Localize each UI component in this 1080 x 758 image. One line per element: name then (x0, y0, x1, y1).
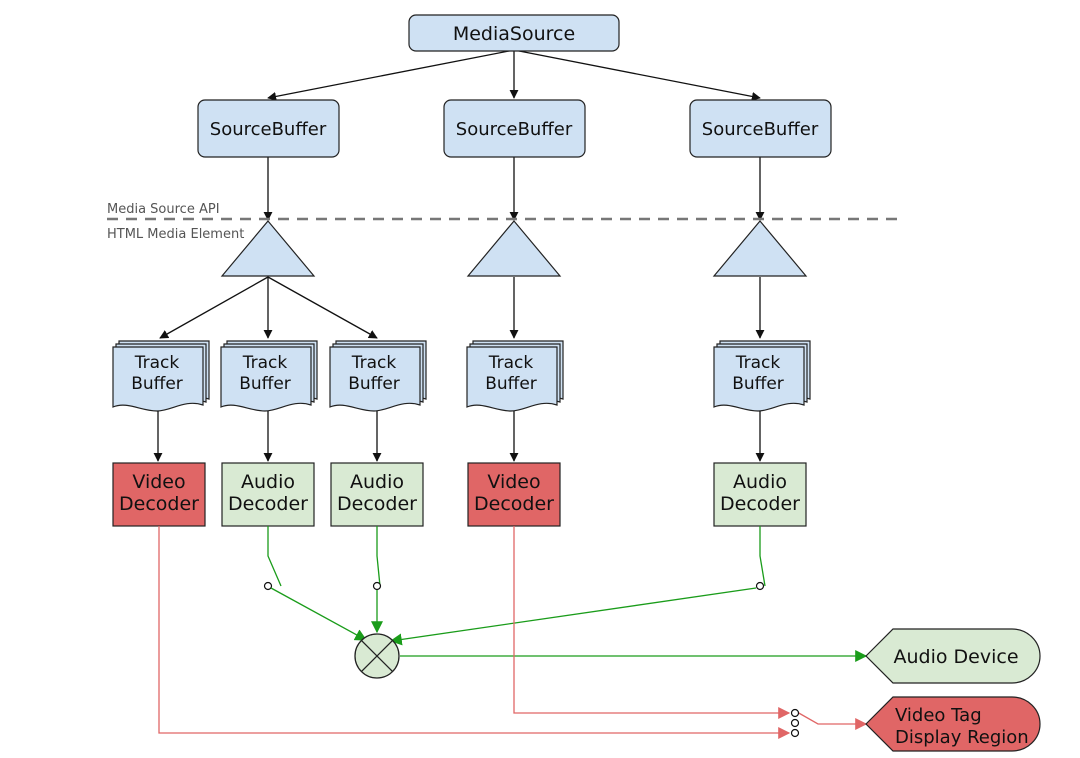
decoder-label-line2: Decoder (474, 493, 554, 515)
decoder-label-line1: Audio (350, 471, 404, 493)
audio-switch-contact-1 (263, 581, 273, 591)
audio-routing (263, 526, 868, 662)
splitter-edges (159, 276, 765, 339)
audio-mixer-node (354, 633, 400, 679)
decoder-label-line2: Decoder (228, 493, 308, 515)
edge-splitter1-to-tb3 (267, 276, 378, 339)
track-buffer-label-line2: Buffer (485, 374, 537, 394)
media-source-label: MediaSource (453, 23, 575, 45)
video-decoder-node-1: Video Decoder (112, 462, 206, 527)
source-buffer-node-1: SourceBuffer (197, 99, 340, 158)
splitter-triangle-3 (712, 220, 808, 277)
media-source-api-label: Media Source API (107, 202, 220, 217)
video-switch-contact-2 (790, 718, 800, 728)
track-buffer-label-line2: Buffer (348, 374, 400, 394)
audio-switch-contact-2 (372, 581, 382, 591)
source-buffer-label: SourceBuffer (702, 119, 819, 140)
source-buffer-node-2: SourceBuffer (443, 99, 586, 158)
track-buffer-label-line2: Buffer (131, 374, 183, 394)
html-media-element-label: HTML Media Element (107, 227, 244, 242)
video-display-region-node: Video Tag Display Region (865, 696, 1041, 752)
splitter-triangle-2 (466, 220, 562, 277)
track-buffer-node-1: Track Buffer (112, 340, 210, 412)
decoder-label-line1: Audio (733, 471, 787, 493)
video-display-label-line1: Video Tag (895, 705, 982, 726)
track-buffer-node-5: Track Buffer (713, 340, 811, 412)
video-decoder-node-2: Video Decoder (467, 462, 561, 527)
audio-wire-switch1-to-mixer (270, 587, 368, 641)
edge-splitter1-to-tb1 (159, 276, 269, 339)
video-switch (790, 708, 800, 738)
audio-wire-dec5 (759, 526, 766, 587)
track-buffer-label-line1: Track (242, 353, 288, 373)
track-buffer-node-3: Track Buffer (329, 340, 427, 412)
audio-decoder-node-1: Audio Decoder (221, 462, 315, 527)
source-buffer-node-3: SourceBuffer (689, 99, 832, 158)
track-to-decoder-edges (153, 411, 765, 462)
decoder-label-line2: Decoder (119, 493, 199, 515)
video-wire-switch-to-display (796, 711, 868, 730)
audio-wire-switch3-to-mixer (389, 587, 757, 646)
track-buffer-label-line2: Buffer (239, 374, 291, 394)
audio-device-node: Audio Device (865, 628, 1041, 684)
audio-wire-dec3 (376, 526, 381, 587)
decoder-label-line2: Decoder (720, 493, 800, 515)
source-buffer-label: SourceBuffer (210, 119, 327, 140)
media-source-edges (263, 49, 765, 221)
audio-switch-contact-3 (755, 581, 765, 591)
source-buffer-label: SourceBuffer (456, 119, 573, 140)
video-display-label-line2: Display Region (895, 727, 1029, 748)
track-buffer-node-2: Track Buffer (220, 340, 318, 412)
edge-mediasource-to-sb3 (513, 49, 761, 101)
video-wire-dec2 (513, 526, 791, 719)
video-switch-contact-3 (790, 728, 800, 738)
audio-decoder-node-3: Audio Decoder (713, 462, 807, 527)
decoder-label-line2: Decoder (337, 493, 417, 515)
track-buffer-label-line1: Track (351, 353, 397, 373)
track-buffer-label-line2: Buffer (732, 374, 784, 394)
video-routing (158, 526, 868, 739)
splitter-triangle-1 (220, 220, 316, 277)
video-wire-dec1 (158, 526, 791, 739)
audio-wire-dec2 (267, 526, 282, 587)
decoder-label-line1: Video (132, 471, 185, 493)
track-buffer-label-line1: Track (134, 353, 180, 373)
track-buffer-node-4: Track Buffer (466, 340, 564, 412)
api-divider: Media Source API HTML Media Element (107, 202, 244, 242)
track-buffer-label-line1: Track (488, 353, 534, 373)
media-source-node: MediaSource (408, 14, 620, 52)
track-buffer-label-line1: Track (735, 353, 781, 373)
audio-decoder-node-2: Audio Decoder (330, 462, 424, 527)
edge-mediasource-to-sb1 (267, 49, 515, 101)
decoder-label-line1: Audio (241, 471, 295, 493)
decoder-label-line1: Video (487, 471, 540, 493)
video-switch-contact-1 (790, 708, 800, 718)
audio-device-label: Audio Device (893, 646, 1018, 668)
